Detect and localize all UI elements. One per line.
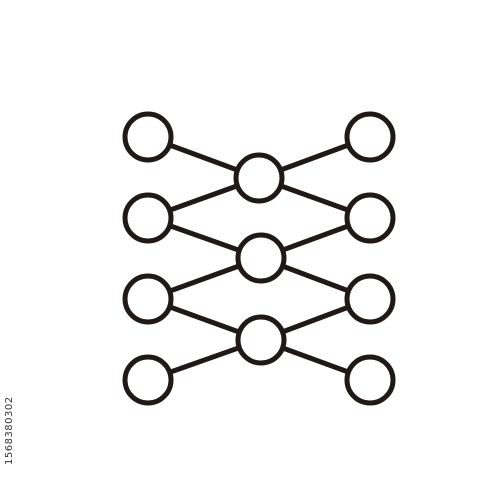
network-nodes bbox=[122, 111, 396, 406]
node-center-2 bbox=[235, 232, 287, 284]
node-center-1 bbox=[233, 152, 285, 204]
node-left-4 bbox=[122, 354, 174, 406]
node-right-3 bbox=[344, 273, 396, 325]
node-left-3 bbox=[122, 273, 174, 325]
stock-image-id: 1568380302 bbox=[4, 396, 15, 465]
node-right-1 bbox=[344, 111, 396, 163]
node-left-1 bbox=[122, 111, 174, 163]
node-center-3 bbox=[235, 314, 287, 366]
node-left-2 bbox=[122, 192, 174, 244]
node-right-4 bbox=[344, 354, 396, 406]
node-right-2 bbox=[344, 192, 396, 244]
